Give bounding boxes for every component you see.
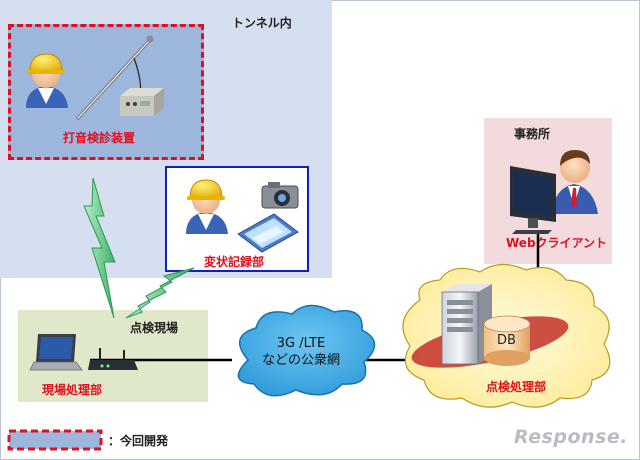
public-network-cloud <box>237 304 376 397</box>
laptop-icon <box>29 334 83 371</box>
server-icon <box>441 284 492 365</box>
control-unit-icon <box>120 88 164 116</box>
inspection-site-label: 点検現場 <box>130 321 179 335</box>
tunnel-label: トンネル内 <box>232 16 292 30</box>
worker-helmet-icon <box>186 179 228 234</box>
deformation-recorder-label: 変状記録部 <box>204 255 265 269</box>
network-label-line1: 3G /LTE <box>276 336 326 351</box>
legend-swatch <box>7 429 103 451</box>
legend-label: ：今回開発 <box>108 434 169 448</box>
business-user-icon <box>552 150 598 214</box>
web-client-label: Webクライアント <box>506 236 608 250</box>
office-label: 事務所 <box>514 127 551 141</box>
inspection-processor-label: 点検処理部 <box>486 380 547 394</box>
lightning-signal-icon <box>83 177 195 319</box>
tablet-icon <box>237 213 299 253</box>
camera-icon <box>261 182 299 209</box>
deformation-recorder-box <box>165 166 309 272</box>
response-watermark-logo: Response. <box>514 426 628 448</box>
router-icon <box>88 348 138 370</box>
desktop-monitor-icon <box>510 166 556 234</box>
worker-helmet-icon <box>26 53 68 108</box>
database-icon <box>483 315 531 366</box>
hammering-rod-icon <box>76 35 154 120</box>
site-processor-label: 現場処理部 <box>42 383 103 397</box>
db-label: DB <box>497 333 516 348</box>
hammering-device-label: 打音検診装置 <box>63 131 136 145</box>
network-label-line2: などの公衆網 <box>261 353 340 368</box>
